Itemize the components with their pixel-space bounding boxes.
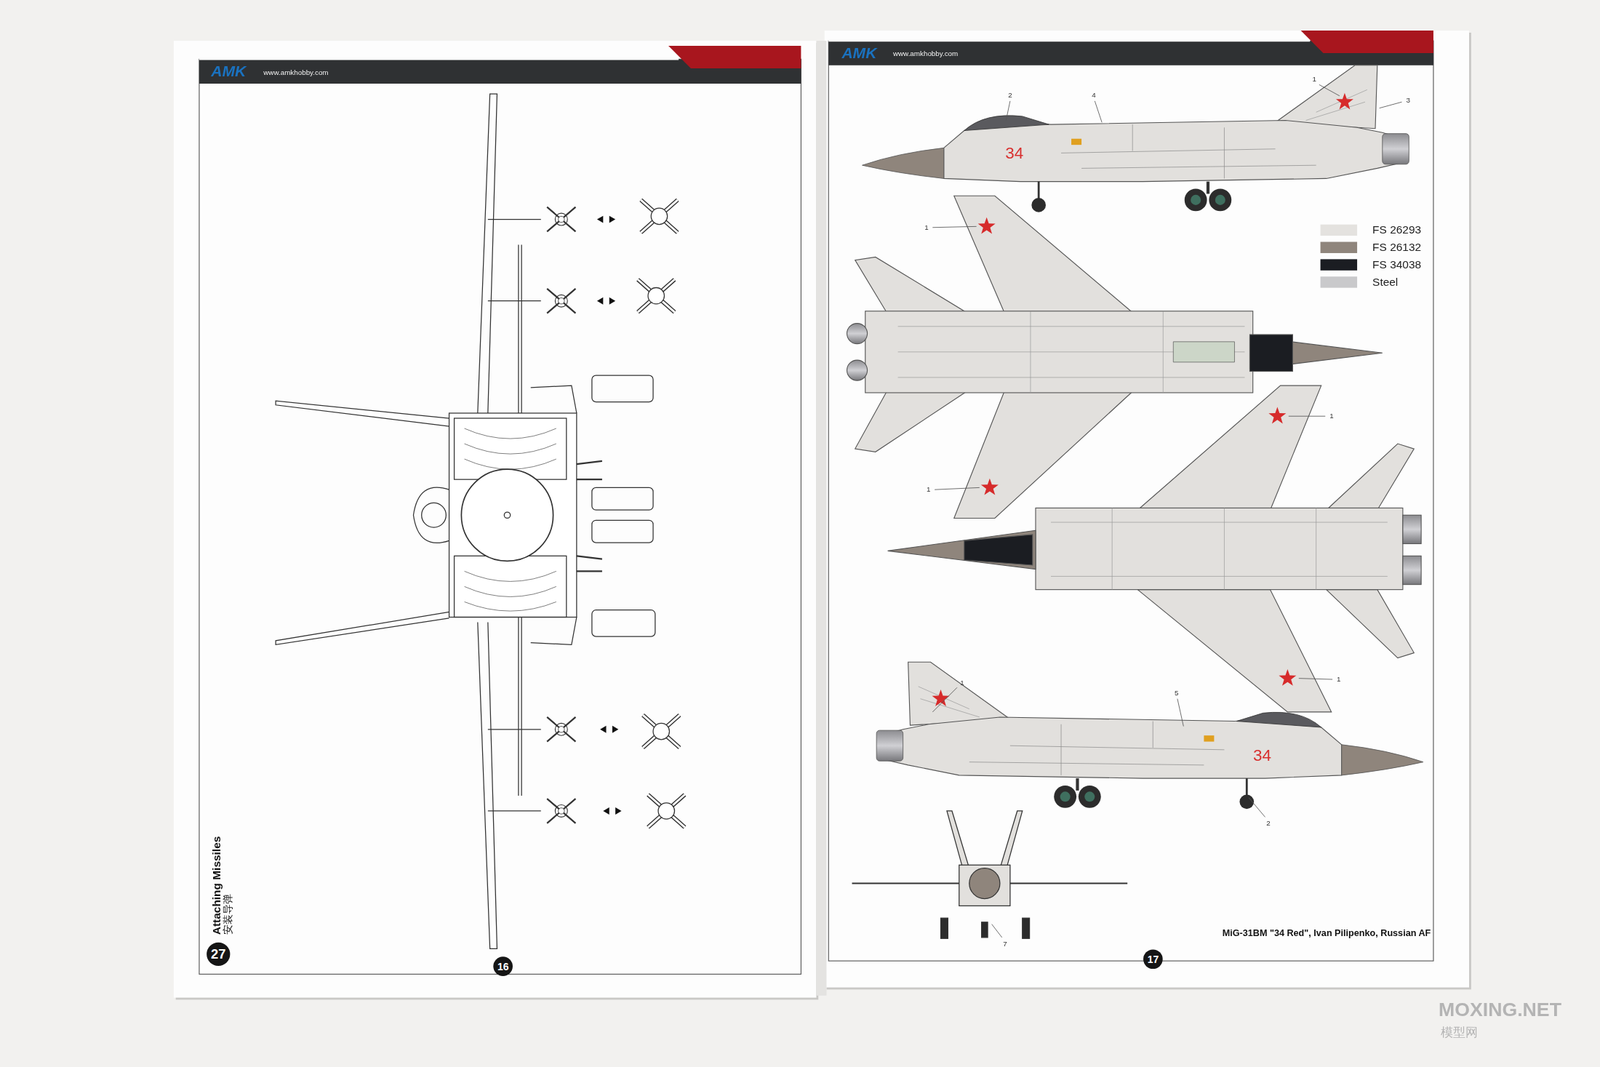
- brand-logo: AMK: [210, 63, 246, 80]
- legend-text: FS 34038: [1372, 258, 1422, 271]
- legend-text: FS 26293: [1372, 223, 1422, 236]
- callout-number: 1: [926, 485, 931, 494]
- watermark: 模型网: [1440, 1026, 1478, 1040]
- circle-text: 27: [210, 946, 226, 962]
- color-swatch: [1320, 258, 1358, 270]
- step-title: Attaching Missiles: [210, 836, 223, 936]
- step-title-chinese: 安装导弹: [222, 836, 234, 936]
- page-number: 16: [493, 956, 513, 976]
- color-swatch: [1320, 242, 1358, 254]
- aircraft-number: 34: [1005, 144, 1024, 163]
- callout-number: 1: [924, 223, 928, 232]
- brand-logo: AMK: [841, 44, 877, 62]
- callout-number: 4: [1091, 90, 1096, 99]
- page-number: 17: [1143, 949, 1163, 969]
- callout-number: 7: [1002, 939, 1007, 948]
- circle-text: 17: [1147, 953, 1160, 965]
- callout-number: 2: [1008, 90, 1012, 99]
- profile-caption: MiG-31BM "34 Red", Ivan Pilipenko, Russi…: [1222, 928, 1432, 939]
- callout-number: 1: [1329, 412, 1334, 421]
- callout-number: 1: [1336, 675, 1341, 684]
- aircraft-number: 34: [1253, 746, 1272, 765]
- color-swatch: [1320, 224, 1358, 236]
- legend-text: FS 26132: [1372, 240, 1422, 254]
- website-url: www.amkhobby.com: [263, 68, 328, 77]
- callout-number: 1: [1312, 75, 1316, 84]
- callout-number: 2: [1266, 819, 1270, 828]
- watermark: MOXING.NET: [1438, 999, 1562, 1021]
- step-heading: Attaching Missiles安装导弹: [210, 836, 234, 936]
- legend-text: Steel: [1372, 275, 1398, 288]
- callout-number: 3: [1405, 96, 1410, 104]
- callout-number: 1: [960, 678, 964, 687]
- color-swatch: [1320, 276, 1358, 288]
- website-url: www.amkhobby.com: [893, 50, 958, 59]
- step-number: 27: [206, 942, 230, 966]
- callout-number: 5: [1174, 688, 1179, 697]
- circle-text: 16: [497, 960, 510, 972]
